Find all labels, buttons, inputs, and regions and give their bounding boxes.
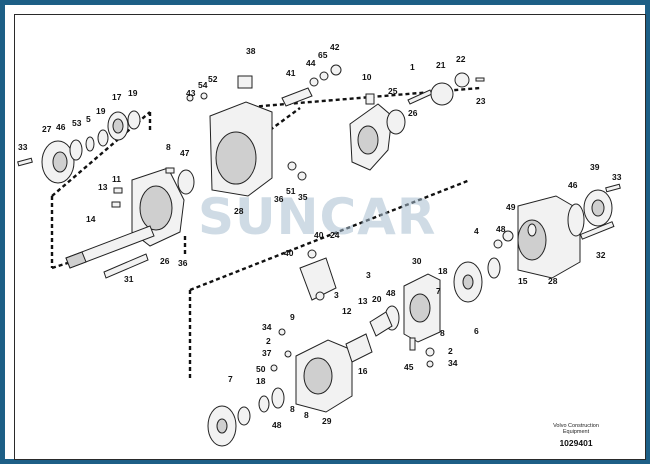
callout-label: 33 [18,142,28,152]
callout-label: 3 [334,290,339,300]
callout-label: 31 [124,274,134,284]
callout-label: 65 [318,50,328,60]
callout-label: 46 [56,122,66,132]
callout-label: 4 [474,226,479,236]
callout-label: 8 [166,142,171,152]
callout-label: 24 [330,230,340,240]
callout-label: 1 [410,62,415,72]
valve-plate-group [299,249,501,343]
callout-label: 30 [412,256,422,266]
callout-label: 16 [358,366,368,376]
callout-label: 53 [72,118,82,128]
callout-label: 45 [404,362,414,372]
upper-left-cover-assembly [17,110,141,184]
callout-label: 22 [456,54,466,64]
callout-label: 7 [436,286,441,296]
callout-label: 10 [362,72,372,82]
callout-label: 14 [86,214,96,224]
callout-label: 34 [448,358,458,368]
callout-label: 50 [256,364,266,374]
callout-label: 46 [568,180,578,190]
callout-label: 2 [448,346,453,356]
callout-labels: 38 42 65 44 41 54 52 43 10 1 21 22 23 25… [18,42,622,430]
callout-label: 52 [208,74,218,84]
callout-label: 37 [262,348,272,358]
callout-label: 7 [228,374,233,384]
callout-label: 18 [256,376,266,386]
manufacturer-line-2: Equipment [562,429,590,435]
callout-label: 44 [306,58,316,68]
callout-label: 32 [596,250,606,260]
callout-label: 8 [440,328,445,338]
callout-label: 17 [112,92,122,102]
callout-label: 36 [178,258,188,268]
callout-label: 11 [112,174,121,184]
drawing-number: 1029401 [559,438,593,448]
callout-label: 43 [186,88,196,98]
callout-label: 19 [96,106,106,116]
callout-label: 23 [476,96,486,106]
callout-label: 19 [128,88,138,98]
callout-label: 13 [98,182,108,192]
callout-label: 6 [474,326,479,336]
callout-label: 13 [358,296,368,306]
swash-plate-assembly [349,72,485,171]
callout-label: 34 [262,322,272,332]
callout-label: 15 [518,276,528,286]
callout-label: 26 [408,108,418,118]
callout-label: 54 [198,80,208,90]
callout-label: 40 [284,248,294,258]
callout-label: 5 [86,114,91,124]
suncar-watermark: SUNCAR [198,188,436,246]
diagram-inner-border [14,14,646,460]
callout-label: 41 [286,68,296,78]
callout-label: 3 [366,270,371,280]
callout-label: 9 [290,312,295,322]
callout-label: 49 [506,202,516,212]
callout-label: 36 [274,194,284,204]
callout-label: 2 [266,336,271,346]
callout-label: 18 [438,266,448,276]
front-housing [65,167,195,279]
callout-label: 35 [298,192,308,202]
lower-pump-body [207,328,435,447]
callout-label: 25 [388,86,398,96]
callout-label: 48 [386,288,396,298]
callout-label: 12 [342,306,352,316]
callout-label: 48 [496,224,506,234]
callout-label: 51 [286,186,296,196]
callout-label: 21 [436,60,446,70]
callout-label: 20 [372,294,382,304]
callout-label: 29 [322,416,332,426]
manufacturer-label: Volvo Construction Equipment [546,423,606,435]
callout-label: 42 [330,42,340,52]
callout-label: 39 [590,162,600,172]
callout-label: 26 [160,256,170,266]
callout-label: 40 [314,230,324,240]
callout-label: 27 [42,124,52,134]
assembly-guide-lines [50,86,481,380]
callout-label: 8 [304,410,309,420]
callout-label: 28 [234,206,244,216]
callout-label: 47 [180,148,190,158]
callout-label: 33 [612,172,622,182]
rear-housing-assembly [493,183,621,279]
manufacturer-line-1: Volvo Construction [553,423,599,429]
callout-label: 28 [548,276,558,286]
callout-label: 38 [246,46,256,56]
center-pump-housing [186,64,342,197]
callout-label: 48 [272,420,282,430]
callout-label: 8 [290,404,295,414]
